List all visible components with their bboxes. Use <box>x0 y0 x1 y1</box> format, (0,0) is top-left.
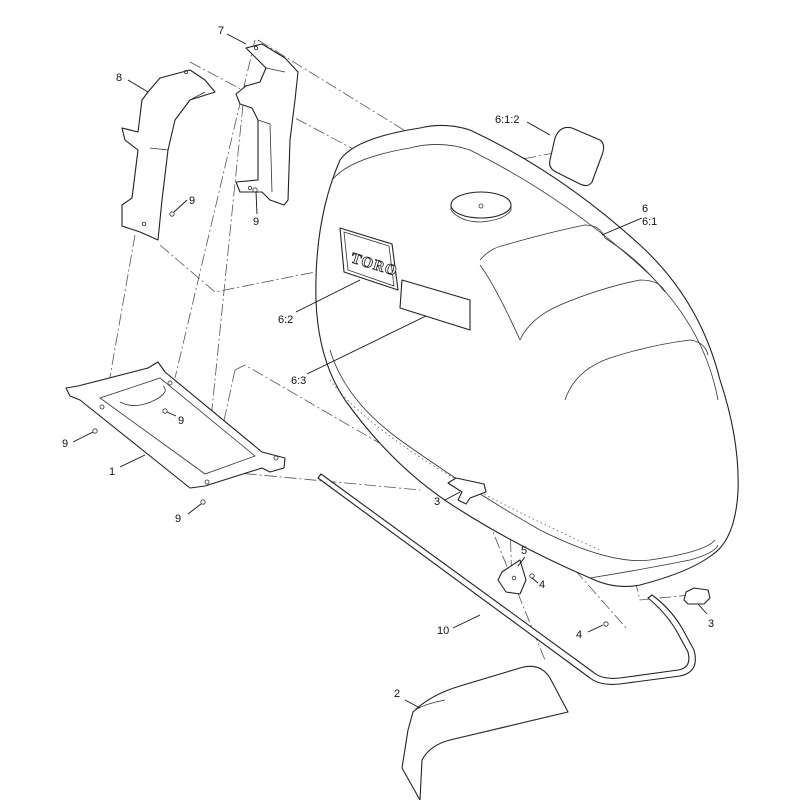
decal-part-6-1-2 <box>549 126 605 187</box>
callout-6-1: 6:1 <box>642 216 657 228</box>
callout-3-left-handle: 3 <box>434 496 440 508</box>
bracket-part-5 <box>497 559 527 595</box>
callout-6-3: 6:3 <box>291 375 306 387</box>
callout-9-frame-left: 9 <box>62 438 68 450</box>
bottom-panel-part-2 <box>401 665 569 800</box>
callout-5: 5 <box>521 545 527 557</box>
tank-part-6: TORO <box>315 124 739 587</box>
mounting-frame-part-1 <box>65 361 286 489</box>
callout-9-frame-top: 9 <box>178 415 184 427</box>
callout-9-right-cover: 9 <box>253 216 259 228</box>
callout-2: 2 <box>394 688 400 700</box>
callout-3-right-handle: 3 <box>708 618 714 630</box>
seal-strip-part-10 <box>317 473 696 685</box>
callout-7: 7 <box>218 25 224 37</box>
callout-9-left-cover: 9 <box>189 195 195 207</box>
callout-8: 8 <box>116 72 122 84</box>
callout-6-2: 6:2 <box>278 314 293 326</box>
callout-10: 10 <box>437 625 449 637</box>
callout-9-frame-bottom: 9 <box>175 513 181 525</box>
callout-6: 6 <box>642 203 648 215</box>
hardware-items <box>92 187 609 627</box>
callout-4-lower: 4 <box>576 629 582 641</box>
callout-4-bracket: 4 <box>539 579 545 591</box>
callout-1: 1 <box>109 466 115 478</box>
right-cover-part-7 <box>235 43 299 206</box>
leader-lines <box>72 33 708 709</box>
handle-part-3b <box>683 587 711 605</box>
handle-part-3a <box>447 477 487 505</box>
left-cover-part-8 <box>121 69 216 241</box>
callout-labels: 7 8 9 9 6:1:2 6 6:1 6:2 6:3 9 9 1 9 3 5 … <box>62 25 714 700</box>
callout-6-1-2: 6:1:2 <box>495 114 519 126</box>
